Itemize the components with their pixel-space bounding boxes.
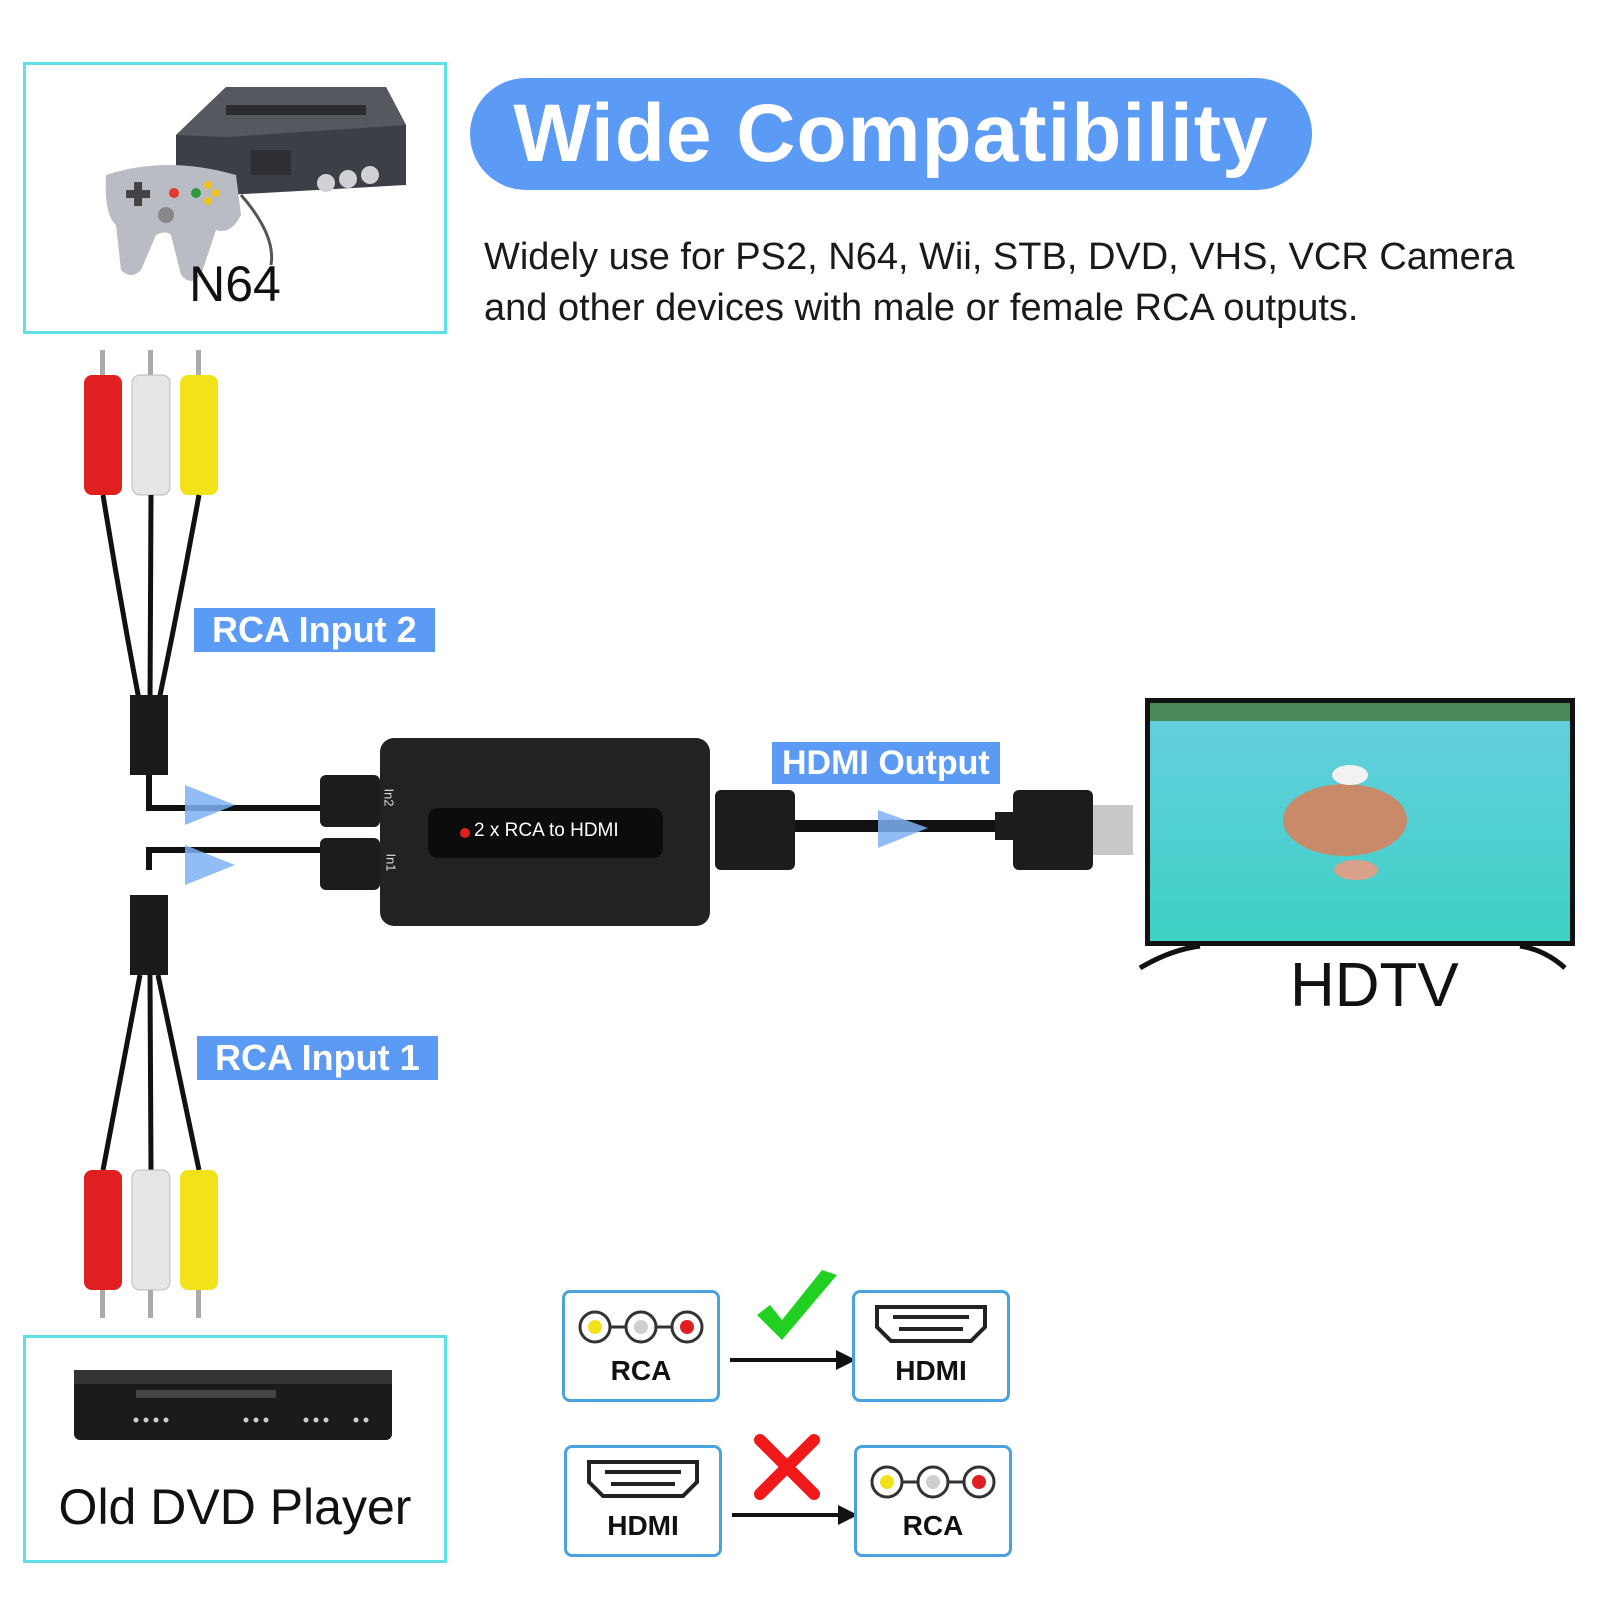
- n64-label: N64: [189, 256, 281, 312]
- check-icon: [757, 1270, 837, 1340]
- description-line-1: Widely use for PS2, N64, Wii, STB, DVD, …: [484, 236, 1515, 278]
- cmp-hdmi-source-label: HDMI: [607, 1510, 679, 1541]
- dvd-player-icon: [74, 1370, 392, 1440]
- rca-input-1-tag: RCA Input 1: [197, 1036, 438, 1080]
- dvd-device-box: Old DVD Player: [23, 1335, 447, 1563]
- description-line-2: and other devices with male or female RC…: [484, 287, 1359, 329]
- converter-label: 2 x RCA to HDMI: [474, 820, 619, 841]
- input1-arrow-icon: [185, 845, 235, 885]
- cross-icon: [754, 1434, 820, 1500]
- cmp-hdmi-target-box: HDMI: [852, 1290, 1010, 1402]
- hdmi-port-icon: [587, 1460, 699, 1498]
- output-arrow-icon: [878, 810, 928, 848]
- hdtv-label: HDTV: [1290, 951, 1459, 1020]
- hdmi-output-tag: HDMI Output: [772, 742, 1000, 784]
- port-in2-label: In2: [381, 788, 397, 807]
- supported-arrow-icon: [730, 1350, 856, 1370]
- cmp-rca-source-box: RCA: [562, 1290, 720, 1402]
- cmp-hdmi-target-label: HDMI: [895, 1355, 967, 1386]
- hdtv-screen: [1138, 698, 1575, 971]
- page-title: Wide Compatibility: [513, 88, 1269, 179]
- cmp-rca-target-label: RCA: [902, 1510, 964, 1541]
- rca-ports-icon: [578, 1310, 704, 1344]
- rca-input-2-tag: RCA Input 2: [194, 608, 435, 652]
- description: Widely use for PS2, N64, Wii, STB, DVD, …: [484, 232, 1594, 334]
- cmp-rca-target-box: RCA: [854, 1445, 1012, 1557]
- input2-arrow-icon: [185, 785, 235, 825]
- port-in1-label: In1: [383, 853, 399, 872]
- cmp-rca-source-label: RCA: [610, 1355, 672, 1386]
- rca-ports-icon: [870, 1465, 996, 1499]
- cmp-hdmi-source-box: HDMI: [564, 1445, 722, 1557]
- n64-console-icon: [105, 87, 406, 281]
- unsupported-arrow-icon: [732, 1505, 858, 1525]
- n64-device-box: N64: [23, 62, 447, 334]
- bottom-rca-plugs: [84, 847, 320, 1318]
- title-banner: Wide Compatibility: [470, 78, 1312, 190]
- dvd-label: Old DVD Player: [58, 1479, 412, 1535]
- hdmi-port-icon: [875, 1305, 987, 1343]
- top-rca-plugs: [84, 350, 320, 811]
